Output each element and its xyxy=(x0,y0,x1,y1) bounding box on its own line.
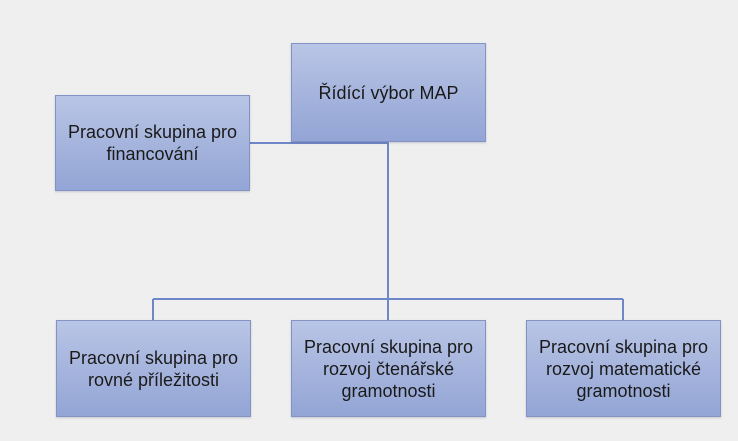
child-node-label: Pracovní skupina pro rovné příležitosti xyxy=(68,347,239,390)
side-node-label: Pracovní skupina pro financování xyxy=(67,122,238,164)
child-node-equal-opportunities: Pracovní skupina pro rovné příležitosti xyxy=(56,320,251,417)
root-node-label: Řídící výbor MAP xyxy=(318,82,459,103)
child-node-math-literacy: Pracovní skupina pro rozvoj matematické … xyxy=(526,320,721,417)
root-node: Řídící výbor MAP xyxy=(291,43,486,142)
side-node-financing: Pracovní skupina pro financování xyxy=(55,95,250,191)
child-node-reading-literacy: Pracovní skupina pro rozvoj čtenářské gr… xyxy=(291,320,486,417)
child-node-label: Pracovní skupina pro rozvoj matematické … xyxy=(538,336,709,401)
child-node-label: Pracovní skupina pro rozvoj čtenářské gr… xyxy=(303,336,474,401)
